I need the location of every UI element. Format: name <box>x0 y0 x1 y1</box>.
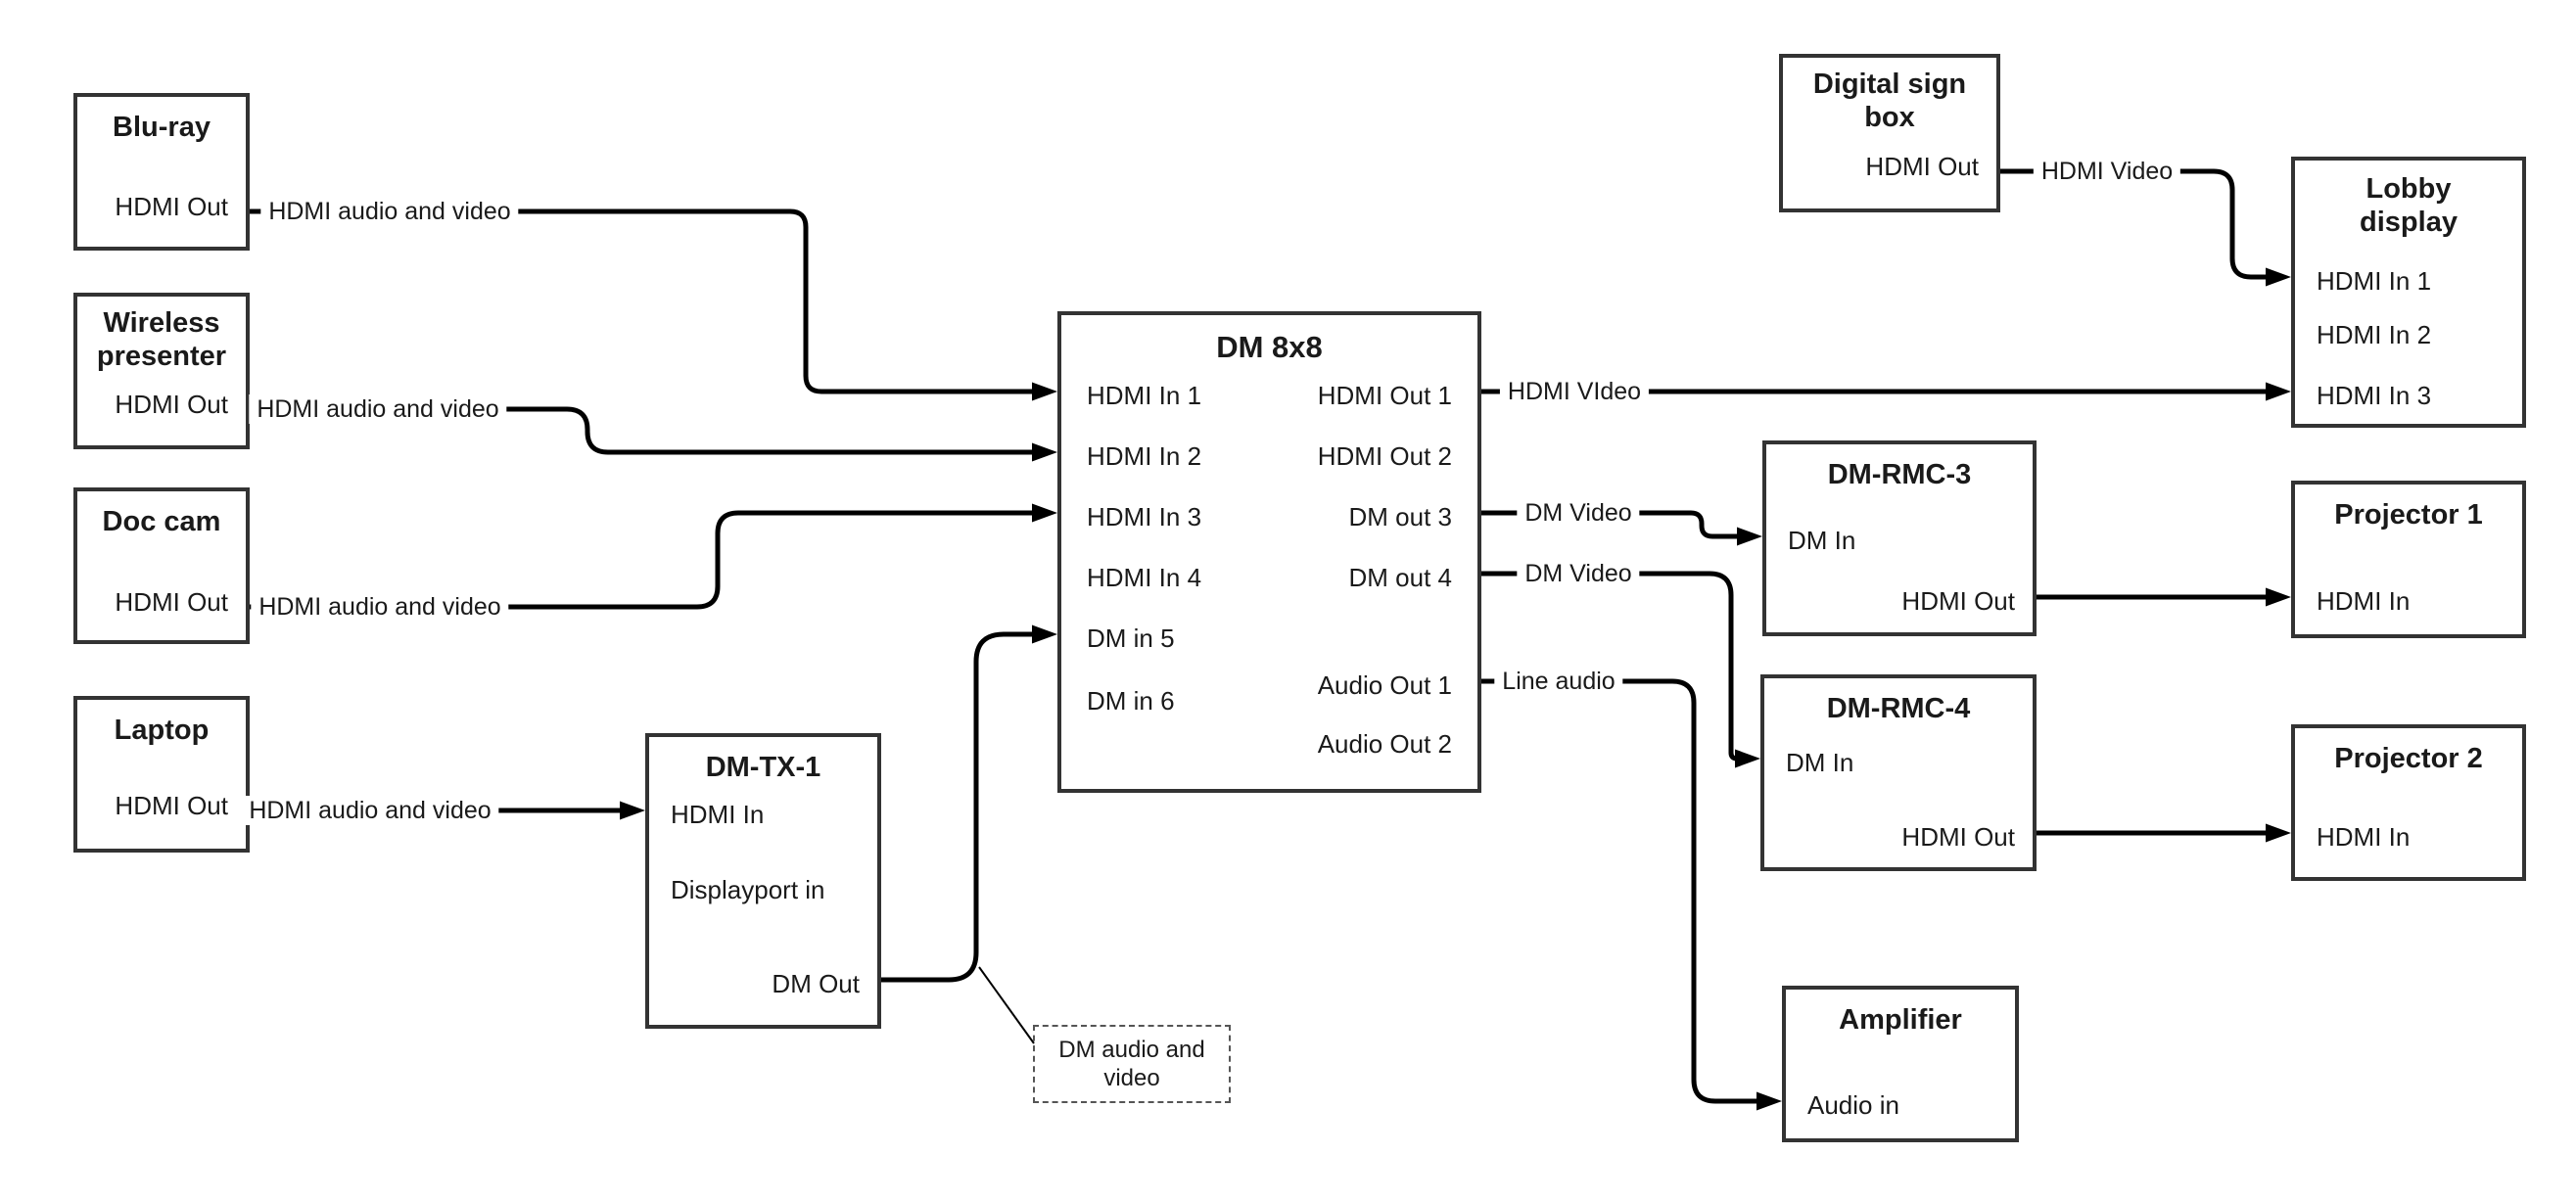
port-hdmi-in-2: HDMI In 2 <box>1087 441 1202 471</box>
port-hdmi-out: HDMI Out <box>115 390 228 419</box>
arrowhead-dm8x8-to-dmrmc3 <box>1737 527 1762 546</box>
node-title: DM-TX-1 <box>705 752 821 783</box>
node-title: Projector 1 <box>2334 499 2483 531</box>
arrowhead-laptop-to-dmtx1 <box>620 801 645 820</box>
node-dm-tx-1: DM-TX-1 HDMI In Displayport in DM Out <box>645 733 881 1029</box>
port-hdmi-out: HDMI Out <box>1901 586 2015 616</box>
connector-wireless-to-dm8x8 <box>250 406 1040 455</box>
port-hdmi-in-1: HDMI In 1 <box>2317 266 2432 296</box>
arrowhead-dm8x8-to-dmrmc4 <box>1735 749 1760 768</box>
connector-dm8x8-to-dmrmc3 <box>1481 510 1745 539</box>
node-title: Digital sign box <box>1812 69 1967 133</box>
port-hdmi-out-2: HDMI Out 2 <box>1317 441 1452 471</box>
port-dm-in-5: DM in 5 <box>1087 624 1175 653</box>
port-hdmi-in-3: HDMI In 3 <box>2317 381 2432 410</box>
port-hdmi-in-2: HDMI In 2 <box>2317 320 2432 349</box>
arrowhead-dm8x8-to-amplifier <box>1756 1091 1782 1111</box>
node-laptop: Laptop HDMI Out <box>73 696 250 853</box>
port-hdmi-in-3: HDMI In 3 <box>1087 502 1202 531</box>
arrowhead-doccam-to-dm8x8 <box>1032 503 1057 523</box>
edge-label-laptop-to-dmtx1: HDMI audio and video <box>241 796 499 825</box>
edge-label-wireless-to-dm8x8: HDMI audio and video <box>249 394 507 424</box>
port-dm-out: DM Out <box>772 969 860 998</box>
connector-digisign-to-lobby1 <box>2000 168 2273 280</box>
node-title: DM 8x8 <box>1216 330 1323 364</box>
node-digital-sign-box: Digital sign box HDMI Out <box>1779 54 2000 212</box>
arrowhead-digisign-to-lobby1 <box>2266 267 2291 287</box>
node-title: Lobby display <box>2360 173 2458 238</box>
port-hdmi-in: HDMI In <box>2317 822 2411 852</box>
edge-label-dm8x8-to-lobby3: HDMI VIdeo <box>1499 377 1650 406</box>
node-title: DM-RMC-4 <box>1826 693 1971 724</box>
connector-bluray-to-dm8x8 <box>250 208 1040 394</box>
port-dm-in: DM In <box>1788 526 1856 555</box>
edge-label-dm8x8-to-dmrmc3: DM Video <box>1517 498 1640 528</box>
port-hdmi-out: HDMI Out <box>1865 152 1979 181</box>
port-dm-out-4: DM out 4 <box>1348 563 1453 592</box>
node-bluray: Blu-ray HDMI Out <box>73 93 250 251</box>
port-hdmi-out: HDMI Out <box>1901 822 2015 852</box>
node-doc-cam: Doc cam HDMI Out <box>73 487 250 644</box>
node-title: Doc cam <box>102 506 221 537</box>
connector-dm8x8-to-dmrmc4 <box>1481 571 1743 762</box>
node-lobby-display: Lobby display HDMI In 1 HDMI In 2 HDMI I… <box>2291 157 2526 428</box>
port-hdmi-out: HDMI Out <box>115 587 228 617</box>
port-hdmi-in: HDMI In <box>2317 586 2411 616</box>
arrowhead-dmrmc4-to-proj2 <box>2266 823 2291 843</box>
connector-dmtx1-to-dm8x8 <box>881 631 1040 983</box>
node-title: Blu-ray <box>113 112 211 143</box>
node-dm-rmc-3: DM-RMC-3 DM In HDMI Out <box>1762 440 2037 636</box>
port-audio-out-1: Audio Out 1 <box>1317 670 1452 700</box>
node-wireless-presenter: Wireless presenter HDMI Out <box>73 293 250 449</box>
node-dm-rmc-4: DM-RMC-4 DM In HDMI Out <box>1760 674 2037 871</box>
port-hdmi-in-4: HDMI In 4 <box>1087 563 1202 592</box>
connector-doccam-to-dm8x8 <box>250 510 1040 610</box>
node-title: Wireless presenter <box>96 307 227 372</box>
connector-callout-leader <box>978 966 1035 1044</box>
edge-label-doccam-to-dm8x8: HDMI audio and video <box>251 592 509 622</box>
edge-label-dm8x8-to-dmrmc4: DM Video <box>1517 559 1640 588</box>
node-amplifier: Amplifier Audio in <box>1782 986 2019 1142</box>
port-dm-out-3: DM out 3 <box>1348 502 1453 531</box>
arrowhead-bluray-to-dm8x8 <box>1032 382 1057 401</box>
connector-dm8x8-to-amplifier <box>1481 678 1764 1104</box>
arrowhead-dmtx1-to-dm8x8 <box>1032 624 1057 644</box>
port-hdmi-out: HDMI Out <box>115 192 228 221</box>
port-hdmi-in-1: HDMI In 1 <box>1087 381 1202 410</box>
node-title: Amplifier <box>1839 1004 1962 1036</box>
arrowhead-dm8x8-to-lobby3 <box>2266 382 2291 401</box>
arrowhead-dmrmc3-to-proj1 <box>2266 587 2291 607</box>
callout-dm-audio-and-video: DM audio and video <box>1033 1025 1231 1103</box>
edge-label-bluray-to-dm8x8: HDMI audio and video <box>260 197 519 226</box>
port-hdmi-out-1: HDMI Out 1 <box>1317 381 1452 410</box>
node-projector-1: Projector 1 HDMI In <box>2291 481 2526 638</box>
port-hdmi-out: HDMI Out <box>115 791 228 820</box>
node-title: Projector 2 <box>2334 743 2483 774</box>
arrowhead-wireless-to-dm8x8 <box>1032 442 1057 462</box>
port-dm-in-6: DM in 6 <box>1087 686 1175 716</box>
node-projector-2: Projector 2 HDMI In <box>2291 724 2526 881</box>
node-title: Laptop <box>114 715 210 746</box>
edge-label-digisign-to-lobby1: HDMI Video <box>2033 157 2181 186</box>
port-audio-out-2: Audio Out 2 <box>1317 729 1452 759</box>
edge-label-dm8x8-to-amplifier: Line audio <box>1494 667 1623 696</box>
port-dm-in: DM In <box>1786 748 1854 777</box>
node-dm-8x8: DM 8x8 HDMI In 1 HDMI In 2 HDMI In 3 HDM… <box>1057 311 1481 793</box>
port-hdmi-in: HDMI In <box>671 800 765 829</box>
port-displayport-in: Displayport in <box>671 875 825 904</box>
node-title: DM-RMC-3 <box>1827 459 1972 490</box>
port-audio-in: Audio in <box>1807 1090 1899 1120</box>
